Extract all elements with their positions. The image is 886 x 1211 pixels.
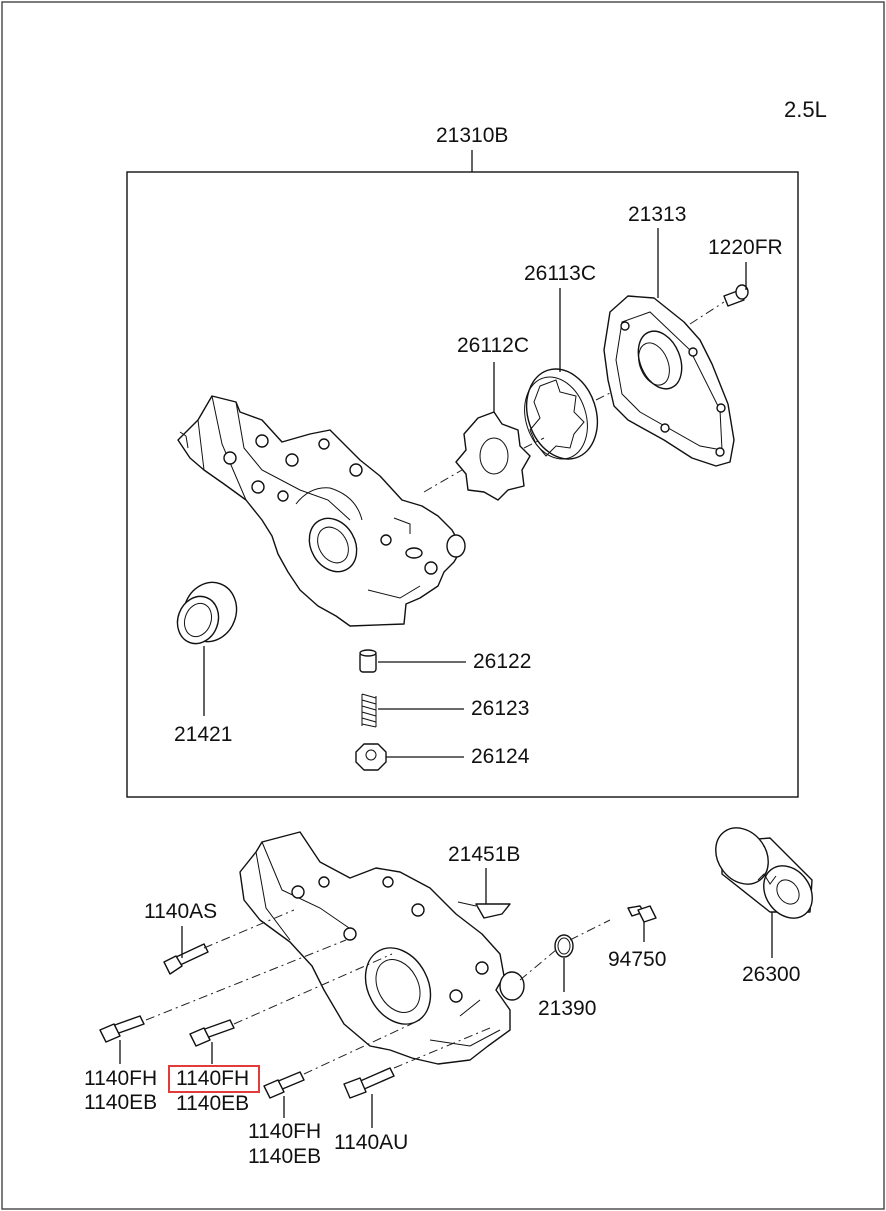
label-21310b: 21310B [436, 124, 509, 147]
assembly-leaders [203, 228, 747, 758]
label-94750: 94750 [608, 948, 667, 971]
label-1140au: 1140AU [334, 1131, 409, 1154]
bolt-1140au [343, 1067, 395, 1099]
label-lower-1140eb: 1140EB [248, 1145, 322, 1168]
sensor-94750 [627, 905, 657, 923]
label-26123: 26123 [471, 697, 530, 720]
inner-rotor [455, 411, 531, 501]
engine-label: 2.5L [784, 97, 827, 122]
plunger-26122 [359, 649, 377, 673]
spring-26123 [361, 693, 377, 728]
pump-cover [603, 295, 735, 467]
outer-rotor [524, 368, 599, 460]
label-21421: 21421 [174, 723, 233, 746]
label-lower-1140fh: 1140FH [248, 1120, 322, 1143]
label-highlight-1140fh[interactable]: 1140FH [176, 1067, 250, 1090]
label-1220fr: 1220FR [708, 236, 783, 259]
label-21390: 21390 [538, 997, 597, 1020]
highlight-box[interactable] [168, 1065, 260, 1093]
label-26112c: 26112C [457, 334, 530, 357]
assembly-box [126, 171, 799, 798]
screw-1220fr [723, 284, 749, 307]
front-case [239, 831, 525, 1065]
bolt-left [99, 1015, 145, 1043]
label-highlight-1140eb: 1140EB [176, 1092, 250, 1115]
seal-21421 [176, 581, 238, 645]
label-left-1140eb: 1140EB [84, 1091, 158, 1114]
oil-pump-body [177, 395, 466, 627]
bolt-1140as [163, 943, 209, 975]
label-26300: 26300 [742, 963, 801, 986]
oring-21390 [554, 934, 574, 958]
label-26124: 26124 [471, 745, 530, 768]
label-21451b: 21451B [448, 843, 521, 866]
oil-filter-26300 [715, 827, 813, 919]
bolt-lower [263, 1071, 305, 1099]
label-1140as: 1140AS [144, 900, 218, 923]
bolt-highlight [189, 1019, 235, 1047]
lower-leaders [119, 868, 773, 1128]
tab-21451b [457, 901, 511, 919]
label-26113c: 26113C [524, 262, 597, 285]
plug-26124 [355, 743, 387, 771]
label-21313: 21313 [628, 203, 687, 226]
label-26122: 26122 [473, 650, 532, 673]
label-left-1140fh: 1140FH [84, 1067, 158, 1090]
